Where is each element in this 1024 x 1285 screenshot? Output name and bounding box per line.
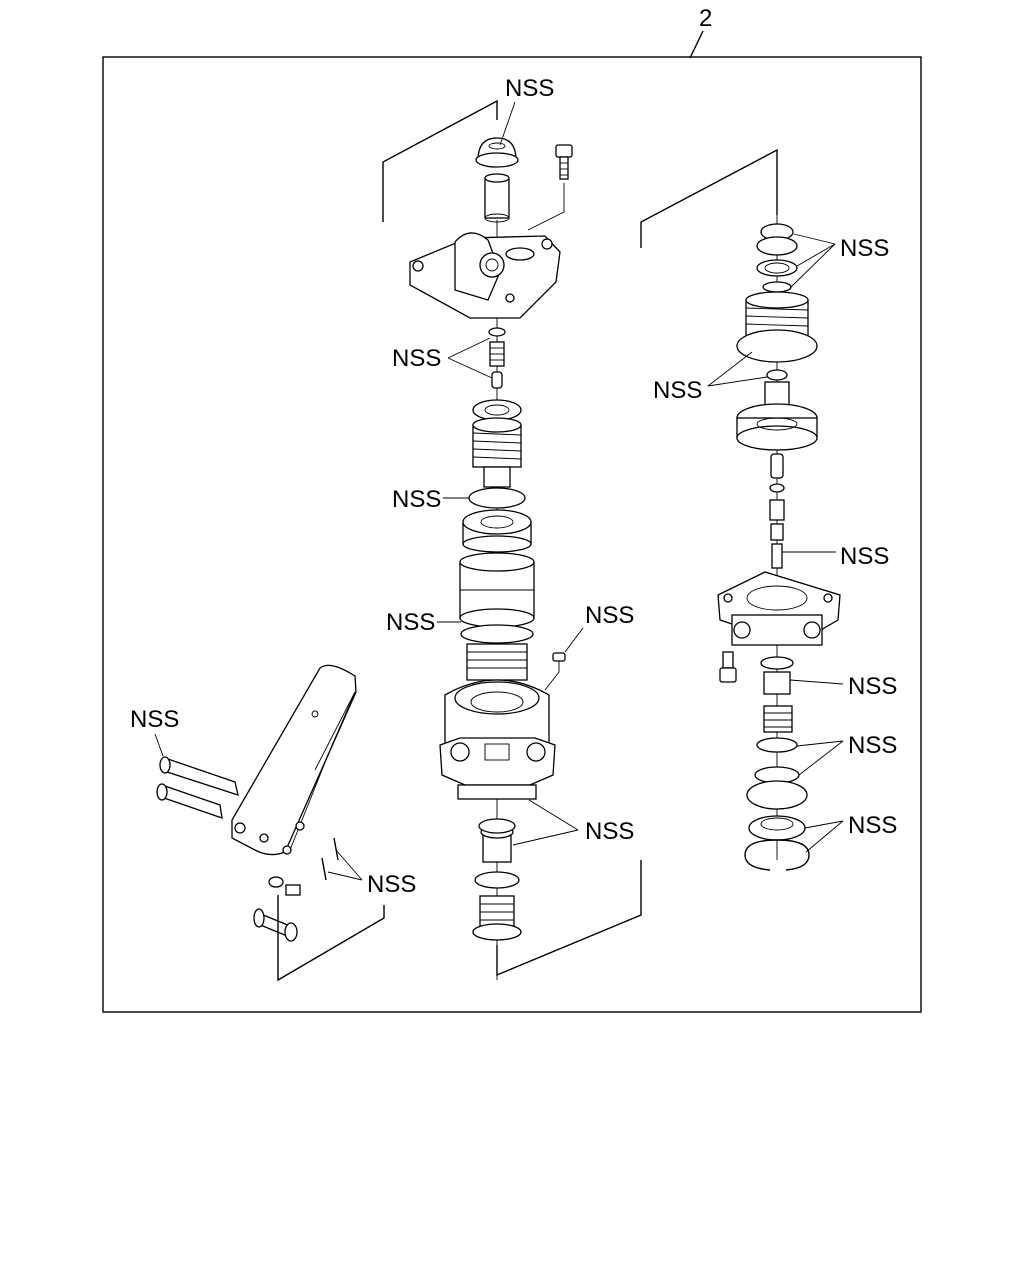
right-seat bbox=[760, 656, 794, 670]
right-diaphragm-spring bbox=[736, 291, 818, 363]
nss-label-cotter-pins: NSS bbox=[367, 871, 416, 898]
nss-label-right-diaphragm: NSS bbox=[653, 377, 702, 404]
threaded-sleeve bbox=[466, 643, 528, 681]
nss-label-center-oring: NSS bbox=[392, 486, 441, 513]
right-disc bbox=[746, 780, 808, 810]
center-oring bbox=[468, 487, 526, 509]
nss-label-center-seal: NSS bbox=[386, 609, 435, 636]
right-bolt bbox=[719, 651, 737, 683]
pedal-roller bbox=[253, 876, 301, 942]
nss-label-lower-bushing: NSS bbox=[585, 818, 634, 845]
nss-label-valve-spring: NSS bbox=[392, 345, 441, 372]
top-cap bbox=[475, 137, 519, 168]
nss-label-right-seat: NSS bbox=[848, 673, 897, 700]
nss-label-right-plunger: NSS bbox=[840, 543, 889, 570]
center-piston bbox=[462, 509, 532, 553]
pedal-group-bracket bbox=[277, 895, 385, 982]
right-ring-1 bbox=[756, 737, 798, 753]
right-valve-assembly bbox=[640, 148, 841, 871]
center-valve-body bbox=[439, 679, 556, 800]
center-valve-assembly bbox=[382, 99, 642, 980]
cotter-pins bbox=[321, 837, 339, 881]
lower-spring bbox=[472, 871, 522, 941]
valve-spring-stack bbox=[488, 327, 506, 389]
nss-label-right-rings: NSS bbox=[848, 732, 897, 759]
pedal-arm bbox=[231, 664, 357, 856]
right-snap-ring bbox=[744, 839, 810, 871]
nss-label-top-cap: NSS bbox=[505, 75, 554, 102]
upper-cup bbox=[472, 399, 522, 421]
center-seal-ring bbox=[460, 624, 534, 644]
cylinder-sleeve bbox=[459, 552, 535, 628]
callout-leader bbox=[689, 30, 704, 59]
lower-bushing bbox=[478, 818, 516, 863]
nss-label-right-bottom: NSS bbox=[848, 812, 897, 839]
top-bracket-housing bbox=[409, 232, 561, 319]
diagram-frame bbox=[102, 56, 922, 1013]
right-plunger bbox=[771, 543, 783, 569]
right-top-ring bbox=[756, 259, 798, 277]
nss-label-pedal-pins: NSS bbox=[130, 706, 179, 733]
nss-label-right-top: NSS bbox=[840, 235, 889, 262]
callout-number: 2 bbox=[699, 5, 712, 32]
right-plunger-cup bbox=[736, 369, 818, 451]
center-group-bracket-top bbox=[382, 99, 498, 222]
right-housing bbox=[717, 571, 841, 646]
pedal-pins bbox=[156, 756, 239, 819]
right-spring bbox=[763, 705, 793, 733]
main-spring bbox=[472, 417, 522, 488]
center-group-bracket-bottom bbox=[496, 860, 642, 977]
side-pin bbox=[552, 652, 566, 662]
right-group-bracket bbox=[640, 148, 778, 248]
pedal-assembly bbox=[156, 664, 385, 982]
nss-label-side-pin: NSS bbox=[585, 602, 634, 629]
right-pin bbox=[770, 453, 784, 479]
mounting-bolt bbox=[527, 144, 573, 231]
right-bottom-cup bbox=[748, 815, 806, 841]
plunger bbox=[484, 173, 510, 223]
